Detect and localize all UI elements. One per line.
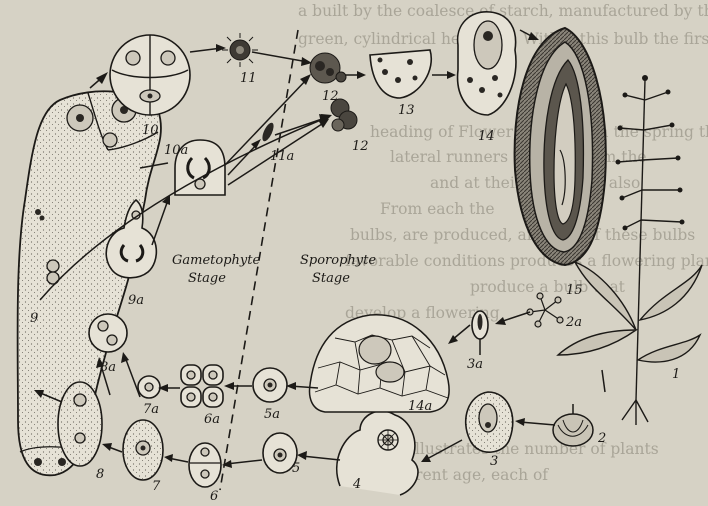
sporophyte-label: Sporophyte <box>300 253 376 268</box>
figure-6a <box>181 365 223 407</box>
figure-7 <box>123 420 163 480</box>
label-9a: 9a <box>128 293 144 308</box>
figure-14a <box>310 315 450 412</box>
label-14a: 14a <box>408 399 432 414</box>
label-5: 5 <box>292 461 300 476</box>
label-1: 1 <box>672 367 680 382</box>
bg-line-8: bulbs, are produced, and one of these bu… <box>350 226 695 244</box>
label-14: 14 <box>478 129 495 144</box>
figure-8 <box>58 382 102 466</box>
label-2: 2 <box>597 431 606 446</box>
label-13: 13 <box>398 103 415 118</box>
figure-4 <box>337 411 418 495</box>
bg-line-9: favorable conditions produces a flowerin… <box>345 252 708 270</box>
figure-12-upper <box>310 53 346 83</box>
gametophyte-stage-label: Stage <box>188 271 226 286</box>
label-6a: 6a <box>204 412 220 427</box>
label-5a: 5a <box>264 407 280 422</box>
figure-14 <box>458 12 516 115</box>
figure-13 <box>370 50 431 98</box>
label-11a: 11a <box>270 149 294 164</box>
label-7: 7 <box>152 479 161 494</box>
figure-8a <box>89 314 127 352</box>
label-10: 10 <box>142 123 159 138</box>
label-12-upper: 12 <box>322 89 339 104</box>
label-4: 4 <box>352 477 361 492</box>
bg-line-12: illustrates the number of plants <box>410 440 659 458</box>
figure-2a <box>527 293 563 327</box>
figure-3 <box>466 392 513 452</box>
label-15: 15 <box>566 283 583 298</box>
label-9: 9 <box>30 311 38 326</box>
label-6: 6 <box>210 489 218 504</box>
label-3a: 3a <box>467 357 483 372</box>
figure-11 <box>222 33 258 67</box>
label-12-lower: 12 <box>352 139 369 154</box>
label-7a: 7a <box>143 402 159 417</box>
label-8: 8 <box>96 467 104 482</box>
label-11: 11 <box>240 71 257 86</box>
figure-15 <box>515 28 606 265</box>
figure-2 <box>553 404 593 446</box>
figure-11a <box>260 121 276 143</box>
figure-7a <box>138 376 160 398</box>
figure-6 <box>189 443 221 487</box>
label-8a: 8a <box>100 360 116 375</box>
figure-5a <box>253 368 287 402</box>
figure-10 <box>110 35 190 115</box>
bg-line-7: From each the <box>380 200 495 218</box>
figure-3a <box>472 311 488 355</box>
sporophyte-stage-label: Stage <box>312 271 350 286</box>
label-3: 3 <box>490 454 498 469</box>
label-2a: 2a <box>565 315 582 330</box>
label-10a: 10a <box>164 143 188 158</box>
gametophyte-label: Gametophyte <box>172 253 260 268</box>
